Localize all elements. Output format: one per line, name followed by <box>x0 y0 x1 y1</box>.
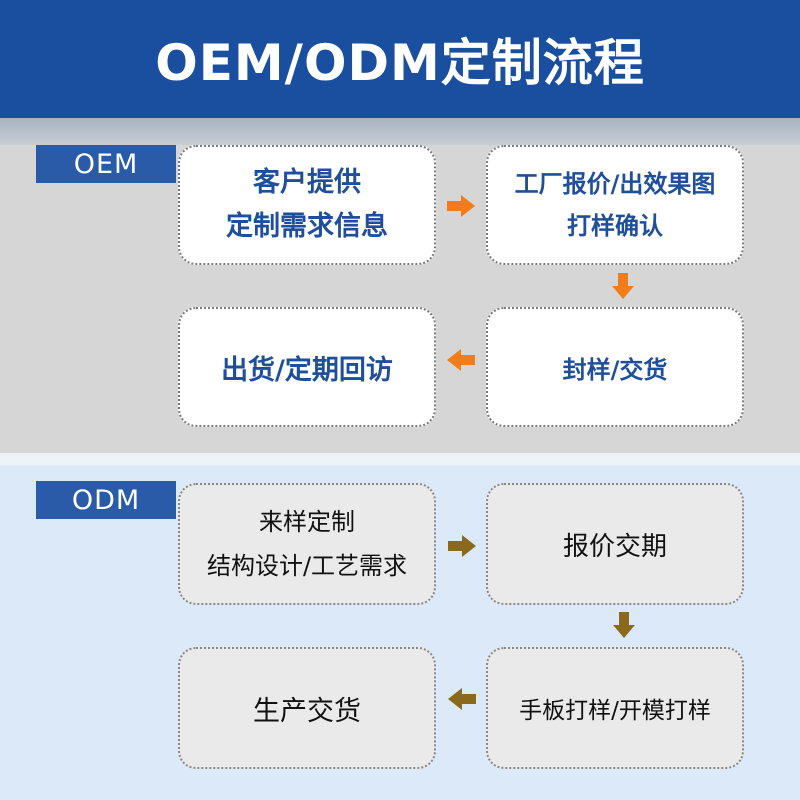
odm-arrow-down-icon <box>613 612 635 638</box>
odm-tag: ODM <box>36 481 176 519</box>
odm-step-1-custom-sample: 来样定制 结构设计/工艺需求 <box>178 483 436 605</box>
odm-step-2-line-1: 报价交期 <box>562 531 667 562</box>
oem-step-4-line-1: 出货/定期回访 <box>221 354 393 386</box>
oem-step-1-line-2: 定制需求信息 <box>226 211 388 242</box>
oem-tag: OEM <box>36 145 176 183</box>
oem-step-1-line-1: 客户提供 <box>253 167 361 198</box>
oem-step-3-seal-delivery: 封样/交货 <box>486 307 744 427</box>
oem-step-2-quote-sample: 工厂报价/出效果图 打样确认 <box>486 145 744 265</box>
oem-section-top-strip <box>0 118 800 145</box>
oem-step-2-line-1: 工厂报价/出效果图 <box>514 170 716 198</box>
oem-step-1-customer-request: 客户提供 定制需求信息 <box>178 145 436 265</box>
oem-arrow-right-icon <box>447 195 475 217</box>
odm-arrow-right-icon <box>448 535 476 557</box>
oem-step-3-line-1: 封样/交货 <box>562 355 668 384</box>
odm-arrow-left-icon <box>448 688 476 710</box>
odm-step-4-production-delivery: 生产交货 <box>178 647 436 769</box>
odm-step-1-line-1: 来样定制 <box>259 508 355 536</box>
odm-step-3-line-1: 手板打样/开模打样 <box>519 698 711 724</box>
oem-arrow-left-icon <box>447 349 475 371</box>
oem-arrow-down-icon <box>612 273 634 299</box>
oem-step-4-shipping-followup: 出货/定期回访 <box>178 307 436 427</box>
odm-step-2-quote-lead-time: 报价交期 <box>486 483 744 605</box>
odm-step-4-line-1: 生产交货 <box>253 695 361 727</box>
section-divider <box>0 453 800 465</box>
page-title: OEM/ODM定制流程 <box>155 34 645 92</box>
oem-step-2-line-2: 打样确认 <box>567 212 663 240</box>
odm-step-3-prototype-mold: 手板打样/开模打样 <box>486 647 744 769</box>
odm-step-1-line-2: 结构设计/工艺需求 <box>206 552 408 580</box>
title-banner: OEM/ODM定制流程 <box>0 0 800 118</box>
